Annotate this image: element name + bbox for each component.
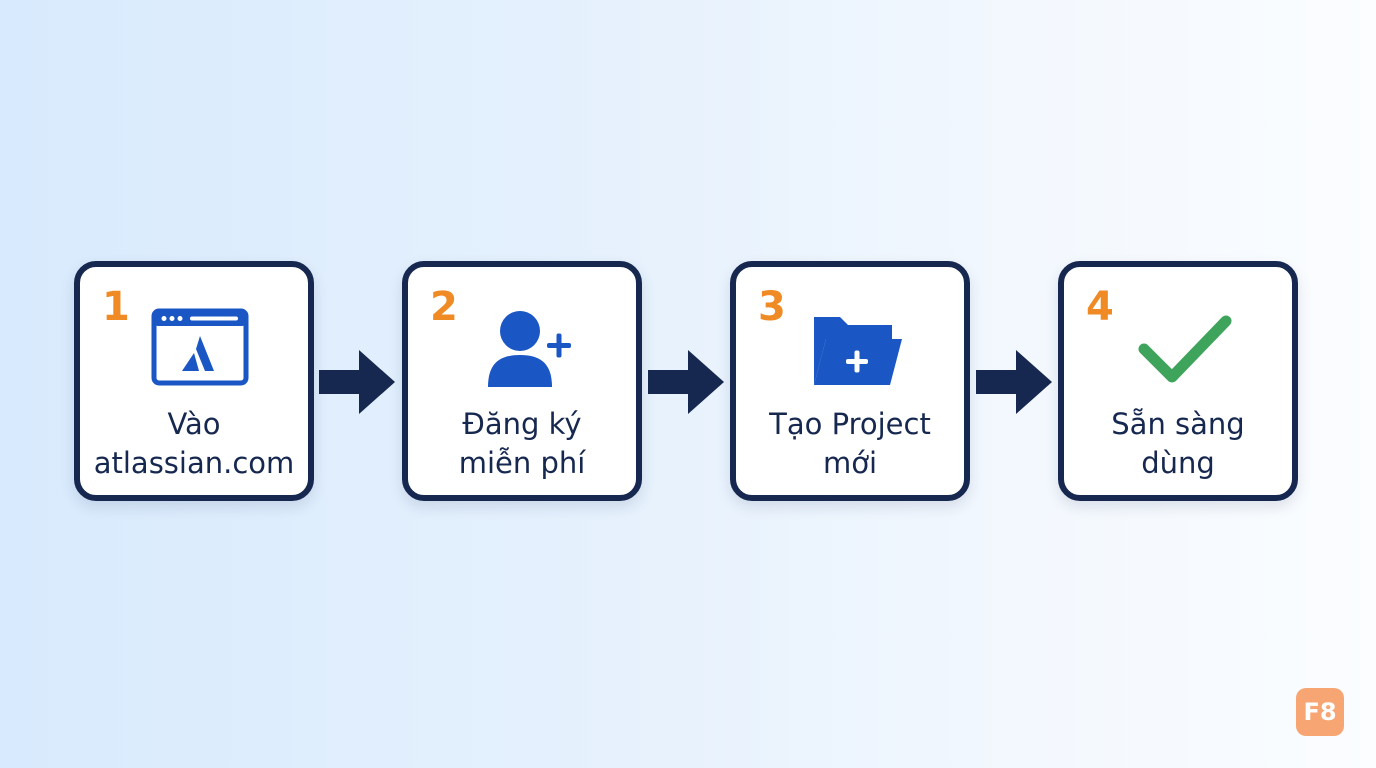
step-number: 1 <box>102 284 130 330</box>
step-label-line1: Sẵn sàng <box>1111 407 1245 441</box>
step-label-line2: mới <box>822 446 878 480</box>
arrow-right-icon <box>319 350 395 414</box>
step-card-1: 1 Vào atlassian.com <box>74 261 314 501</box>
step-label-line2: dùng <box>1141 446 1215 480</box>
step-label-line1: Đăng ký <box>462 407 582 441</box>
arrow-right-icon <box>976 350 1052 414</box>
step-number: 3 <box>758 284 786 330</box>
f8-logo-badge: F8 <box>1296 688 1344 736</box>
step-label-line2: miễn phí <box>458 446 586 480</box>
step-card-4: 4 Sẵn sàng dùng <box>1058 261 1298 501</box>
arrow-right-icon <box>648 350 724 414</box>
step-label-line1: Tạo Project <box>769 407 931 441</box>
step-card-3: 3 Tạo Project mới <box>730 261 970 501</box>
step-label-line1: Vào <box>167 407 221 441</box>
add-user-icon <box>478 303 578 393</box>
step-card-2: 2 Đăng ký miễn phí <box>402 261 642 501</box>
step-number: 2 <box>430 284 458 330</box>
folder-add-icon <box>806 303 906 393</box>
checkmark-icon <box>1134 303 1234 393</box>
step-number: 4 <box>1086 284 1114 330</box>
browser-atlassian-icon <box>150 303 250 393</box>
step-label-line2: atlassian.com <box>93 446 295 480</box>
